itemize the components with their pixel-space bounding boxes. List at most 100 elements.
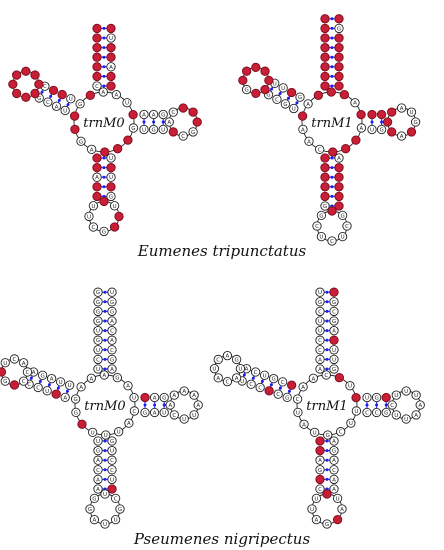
nucleotide (356, 109, 366, 120)
nucleotide-letter: A (96, 477, 100, 483)
nucleotide (320, 201, 330, 211)
base-pair-dot (162, 403, 166, 407)
nucleotide (356, 123, 367, 133)
nucleotide-letter: A (142, 113, 146, 119)
nucleotide-letter: G (3, 379, 7, 385)
nucleotide (320, 14, 330, 24)
nucleotide (114, 427, 124, 437)
nucleotide-letter: G (325, 522, 329, 528)
base-pair-dot (65, 389, 69, 393)
nucleotide-letter: A (400, 134, 404, 140)
nucleotide-letter: C (43, 84, 47, 90)
nucleotide-letter: U (91, 430, 95, 436)
nucleotide-letter: G (143, 411, 147, 417)
nucleotide-letter: A (318, 458, 322, 464)
nucleotide (148, 124, 159, 135)
nucleotide (336, 427, 346, 437)
nucleotide-letter: A (418, 403, 422, 409)
nucleotide (92, 182, 102, 192)
nucleotide (293, 407, 303, 418)
nucleotide-letter: G (92, 496, 96, 502)
nucleotide-letter: C (318, 487, 322, 493)
nucleotide-letter: U (310, 507, 314, 513)
nucleotide-letter: A (332, 329, 336, 335)
nucleotide (235, 364, 246, 374)
nucleotide (89, 493, 100, 504)
nucleotide-letter: U (238, 367, 242, 373)
nucleotide-letter: C (296, 397, 300, 403)
nucleotide-letter: C (22, 379, 26, 385)
nucleotide (316, 231, 327, 242)
nucleotide-letter: U (332, 357, 336, 363)
nucleotide (329, 335, 339, 345)
nucleotide-letter: C (315, 224, 319, 230)
nucleotide (109, 222, 120, 232)
nucleotide-letter: C (132, 409, 136, 415)
nucleotide-letter: C (172, 413, 176, 419)
nucleotide-letter: A (172, 393, 176, 399)
nucleotide (98, 87, 108, 97)
nucleotide (100, 519, 110, 529)
nucleotide (334, 33, 344, 43)
nucleotide-letter: G (285, 395, 289, 401)
nucleotide (60, 392, 70, 403)
nucleotide-letter: U (132, 396, 136, 402)
nucleotide-letter: U (318, 319, 322, 325)
nucleotide (329, 474, 339, 485)
nucleotide (323, 430, 333, 440)
nucleotide (391, 390, 401, 400)
nucleotide-letter: U (91, 204, 95, 210)
nucleotide (123, 135, 133, 145)
nucleotide (93, 465, 103, 475)
nucleotide (351, 135, 361, 145)
base-pair-dot (365, 403, 369, 407)
base-pair-dot (330, 74, 334, 78)
nucleotide (107, 345, 117, 355)
nucleotide-letter: C (390, 403, 394, 409)
nucleotide (107, 316, 117, 326)
nucleotide-letter: C (249, 382, 253, 388)
nucleotide-letter: A (152, 113, 156, 119)
nucleotide (320, 71, 330, 82)
nucleotide-letter: G (384, 411, 388, 417)
nucleotide (37, 370, 48, 380)
nucleotide (109, 201, 120, 211)
nucleotide-letter: C (95, 84, 99, 90)
nucleotide (298, 382, 308, 392)
nucleotide (93, 316, 103, 326)
base-pair-dot (330, 194, 334, 198)
base-pair-dot (325, 329, 329, 333)
nucleotide-letter: G (271, 377, 275, 383)
nucleotide-letter: G (88, 507, 92, 513)
nucleotide (106, 153, 116, 163)
base-pair-dot (38, 379, 42, 383)
nucleotide (289, 103, 299, 114)
nucleotide-letter: C (216, 357, 220, 363)
base-pair-dot (330, 84, 334, 88)
nucleotide (329, 354, 339, 365)
structure-name-bottom-left: trnM0 (84, 399, 125, 414)
nucleotide (92, 153, 102, 163)
structure-name-top-right: trnM1 (311, 116, 352, 131)
nucleotide (255, 382, 265, 393)
nucleotide (11, 70, 22, 80)
nucleotide (334, 23, 344, 34)
nucleotide-letter: G (151, 128, 155, 134)
nucleotide-letter: G (161, 113, 165, 119)
nucleotide (165, 400, 175, 410)
nucleotide (315, 306, 325, 317)
nucleotide (315, 297, 325, 307)
nucleotide-letter: A (360, 126, 364, 132)
nucleotide (222, 377, 233, 387)
nucleotide-letter: A (192, 393, 196, 399)
nucleotide (71, 407, 81, 418)
structure-name-top-left: trnM0 (83, 116, 124, 131)
nucleotide (129, 406, 140, 416)
nucleotide (106, 42, 116, 53)
nucleotide (57, 89, 67, 100)
nucleotide (113, 144, 123, 154)
nucleotide (93, 354, 103, 365)
nucleotide (314, 144, 325, 154)
nucleotide (92, 172, 102, 182)
nucleotide (315, 445, 325, 456)
